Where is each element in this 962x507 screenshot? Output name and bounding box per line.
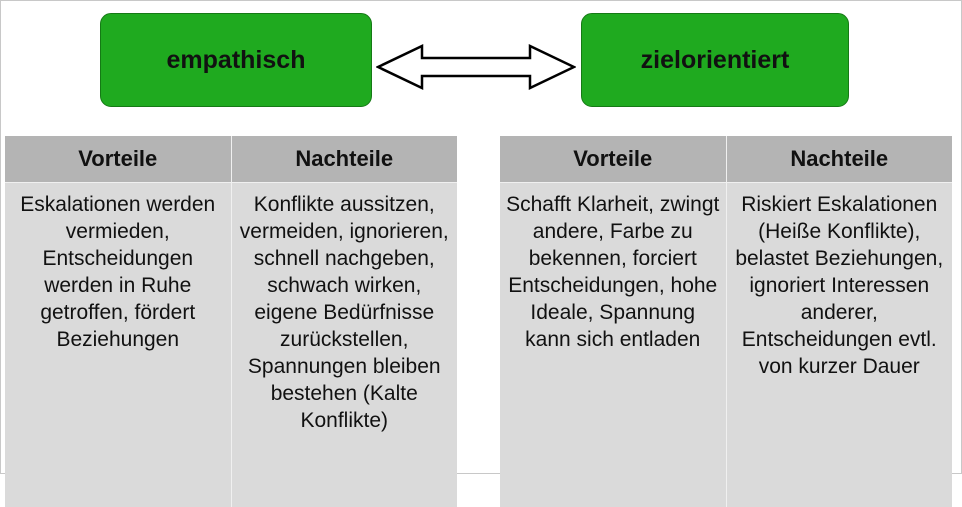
header-nachteile: Nachteile (726, 136, 952, 183)
header-nachteile: Nachteile (231, 136, 457, 183)
zielorientiert-table: Vorteile Nachteile Schafft Klarheit, zwi… (500, 136, 952, 507)
nachteile-cell: Konflikte aussitzen, vermeiden, ignorier… (231, 182, 457, 507)
table-row: Eskalationen werden vermieden, Entscheid… (5, 182, 457, 507)
empathisch-box: empathisch (100, 13, 372, 107)
nachteile-cell: Riskiert Eskalationen (Heiße Konflikte),… (726, 182, 952, 507)
vorteile-cell: Eskalationen werden vermieden, Entscheid… (5, 182, 232, 507)
table-row: Schafft Klarheit, zwingt andere, Farbe z… (500, 182, 952, 507)
vorteile-cell: Schafft Klarheit, zwingt andere, Farbe z… (500, 182, 727, 507)
table-header-row: Vorteile Nachteile (500, 136, 952, 183)
empathisch-label: empathisch (166, 45, 306, 74)
double-arrow-icon (376, 44, 576, 90)
empathisch-table: Vorteile Nachteile Eskalationen werden v… (5, 136, 457, 507)
header-vorteile: Vorteile (5, 136, 232, 183)
zielorientiert-box: zielorientiert (581, 13, 849, 107)
zielorientiert-label: zielorientiert (640, 45, 790, 74)
table-header-row: Vorteile Nachteile (5, 136, 457, 183)
header-vorteile: Vorteile (500, 136, 727, 183)
